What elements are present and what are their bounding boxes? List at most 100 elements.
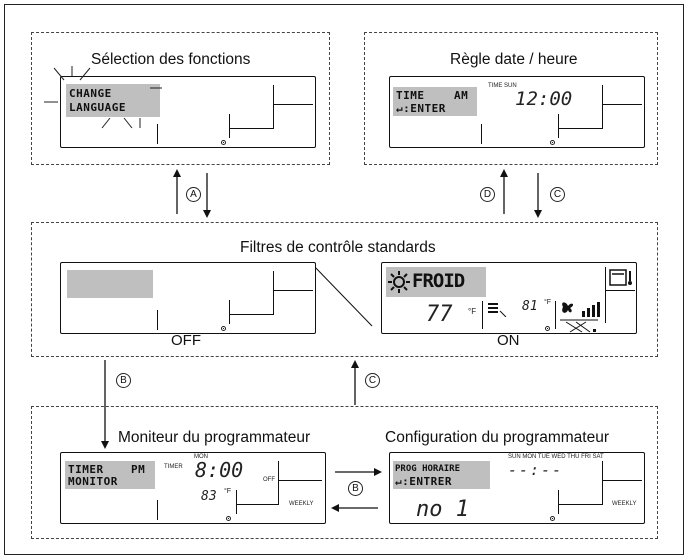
lcd-divider-v3 [602,461,603,505]
lcd-on: FROID 77 °F 81 °F [381,262,637,334]
lcd-highlight [393,87,477,116]
arrow-label-b-bottom: B [348,481,363,496]
lcd-enter-label: ↵:ENTRER [395,475,452,488]
lcd-mode: FROID [412,270,465,292]
blink-rays-icon [44,66,162,129]
on-label: ON [497,332,520,349]
lcd-temp: 83 [201,489,217,504]
timer-box [31,406,658,539]
lcd-set-temp: 77 [426,302,453,327]
lcd-clock: --:-- [508,461,564,479]
lcd-temp-unit: °F [224,488,232,495]
lcd-divider-h [229,128,273,129]
selection-title: Sélection des fonctions [91,51,251,68]
lcd-indicator-dot [221,140,226,145]
lcd-ampm: PM [131,463,146,476]
lcd-divider-h2 [278,480,322,481]
lcd-time-label: TIME [396,89,425,102]
lcd-divider-h [558,128,602,129]
arrow-label-b-left: B [116,373,131,388]
lcd-divider-v2 [236,490,237,514]
datetime-box [364,32,658,165]
lcd-highlight [393,461,490,489]
lcd-line-1: CHANGE [69,87,112,100]
lcd-divider-v [482,301,483,329]
lcd-divider-v3 [602,85,603,129]
lcd-off [60,262,316,334]
lcd-divider-v2 [229,114,230,138]
lcd-highlight [66,84,160,117]
lcd-divider-v [157,500,158,520]
lcd-indicator-dot [550,516,555,521]
lcd-mon: MON [194,454,208,460]
standard-box [31,222,658,357]
off-label: OFF [171,332,201,349]
lcd-weekly: WEEKLY [612,501,637,507]
lcd-divider-v2 [558,114,559,138]
lcd-divider-h2 [605,290,635,291]
lcd-divider-v3 [273,85,274,129]
lcd-timer-monitor: TIMER PM MONITOR TIMER MON 8:00 OFF 83 °… [60,452,326,524]
airflow-icon [488,303,507,317]
lcd-highlight [386,267,486,297]
lcd-time-enter: TIME AM ↵:ENTER TIME SUN 12:00 [389,76,645,148]
vane-icon [560,319,598,333]
lcd-time-sun: TIME SUN [488,83,517,89]
lcd-monitor-label: MONITOR [68,475,118,488]
outer-frame [4,4,684,555]
lcd-divider-v [481,124,482,144]
lcd-weekly: WEEKLY [289,501,314,507]
lcd-clock: 8:00 [195,458,244,482]
lcd-off-small: OFF [263,477,275,483]
lcd-line-2: LANGUAGE [69,101,126,114]
lcd-indicator-dot [545,326,550,331]
lcd-indicator-dot [226,516,231,521]
lcd-divider-v [157,310,158,330]
lcd-timer-label: TIMER [68,463,104,476]
lcd-room-unit: °F [544,299,552,306]
lcd-temp-unit: °F [468,307,477,316]
lcd-divider-v3 [273,271,274,315]
lcd-change-language: CHANGE LANGUAGE [60,76,316,148]
lcd-prog-label: PROG HORAIRE [395,464,461,474]
monitor-title: Moniteur du programmateur [118,429,311,446]
lcd-divider-h [229,314,273,315]
lcd-divider-h [558,504,602,505]
lcd-divider-v [157,124,158,144]
lcd-indicator-dot [221,326,226,331]
lcd-highlight [67,270,153,298]
standard-title: Filtres de contrôle standards [240,239,436,256]
sun-icon [388,271,410,293]
arrow-label-a: A [186,187,201,202]
lcd-program-number: no 1 [416,497,469,522]
lcd-divider-v2 [555,301,556,329]
lcd-timer-small: TIMER [164,464,183,470]
lcd-divider-v3 [278,461,279,505]
lcd-divider-h2 [602,104,642,105]
lcd-divider-v2 [229,300,230,324]
lcd-prog-horaire: PROG HORAIRE ↵:ENTRER SUN MON TUE WED TH… [389,452,645,524]
arrow-label-d: D [480,187,495,202]
arrow-label-c-mid: C [365,373,380,388]
lcd-ampm: AM [454,89,469,102]
lcd-clock: 12:00 [515,88,573,110]
lcd-divider-h [236,504,278,505]
config-title: Configuration du programmateur [385,429,610,446]
datetime-title: Règle date / heure [450,51,578,68]
lcd-divider-h2 [602,480,642,481]
lcd-divider-h2 [273,290,313,291]
fan-speed-icon [562,302,600,317]
lcd-indicator-dot [550,140,555,145]
arrow-label-c-top: C [550,187,565,202]
lcd-divider-v2 [558,490,559,514]
lcd-divider-h2 [273,104,313,105]
lcd-enter-label: ↵:ENTER [396,102,446,115]
thermo-sensor-icon [609,269,632,286]
selection-box [31,32,330,165]
lcd-divider-v3 [605,267,606,323]
lcd-days: SUN MON TUE WED THU FRI SAT [508,454,604,460]
lcd-highlight [65,461,155,489]
lcd-room-temp: 81 [522,299,538,314]
